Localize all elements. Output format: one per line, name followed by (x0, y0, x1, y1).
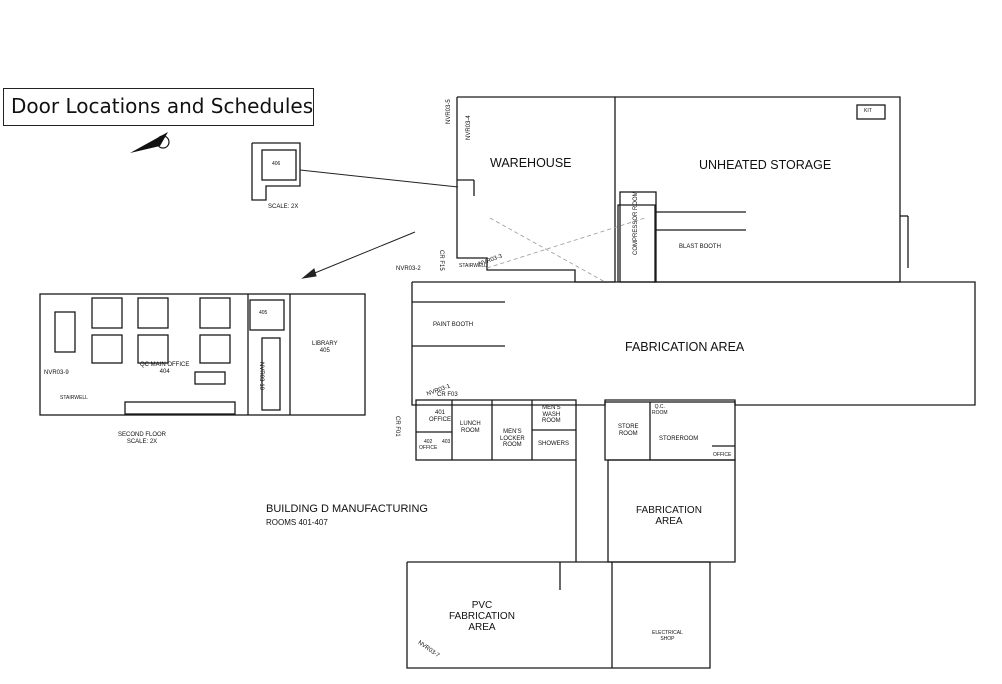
office-counter (124, 401, 236, 415)
door-nvr03-5-label: NVR03-5 (446, 99, 452, 124)
compressor-room-label: COMPRESSOR ROOM (633, 191, 639, 255)
fabrication-area-label: FABRICATION AREA (625, 340, 745, 354)
showers-label: SHOWERS (538, 441, 570, 447)
paint-booth-label: PAINT BOOTH (433, 322, 474, 328)
warehouse-wall (456, 96, 616, 283)
qc-workstation (199, 334, 231, 364)
conference-table (54, 311, 76, 353)
second-floor-outline (39, 293, 366, 416)
qc-workstation (91, 334, 123, 364)
qc-workstation (137, 297, 169, 329)
door-nvr03-2-label: NVR03-2 (396, 266, 421, 272)
stairwell-label: STAIRWELL (459, 263, 487, 269)
door-nvr03-10-label: NVR03-10 (258, 362, 264, 391)
unheated-storage-label: UNHEATED STORAGE (699, 158, 832, 172)
second-floor-stairwell-label: STAIRWELL (60, 395, 88, 401)
door-nvr03-4-label: NVR03-4 (466, 115, 472, 140)
qc-workstation (137, 334, 169, 364)
fabrication-area-wall (411, 281, 976, 406)
qc-workstation (91, 297, 123, 329)
inset-wall (251, 142, 301, 201)
inset-room-406 (261, 149, 297, 181)
inset-pointer-line (299, 169, 459, 188)
office-small-label: OFFICE (713, 452, 732, 458)
building-rooms: ROOMS 401-407 (266, 518, 328, 527)
unheated-storage-wall (615, 96, 901, 283)
card-reader-f15-label: CR F15 (438, 250, 444, 271)
office-counter (194, 371, 226, 385)
qc-workstation (199, 297, 231, 329)
storeroom-label: STOREROOM (659, 436, 699, 442)
north-arrow-icon (130, 132, 170, 153)
pvc-area-wall (406, 561, 711, 669)
stairwell-outline (261, 337, 281, 411)
room-403-label: 403 (442, 439, 451, 445)
qc-room-label: Q.C.ROOM (652, 404, 668, 416)
card-reader-f01-label: CR F01 (394, 416, 400, 437)
card-reader-f03-label: CR F03 (437, 392, 458, 398)
kit-box (856, 104, 886, 120)
pointer-arrowhead (301, 268, 317, 279)
building-name: BUILDING D MANUFACTURING (266, 503, 428, 515)
room-406-outline (249, 299, 285, 331)
inset-room-label: 406 (272, 161, 281, 167)
warehouse-label: WAREHOUSE (490, 156, 572, 170)
blast-booth-label: BLAST BOOTH (679, 244, 721, 250)
inset-scale-label: SCALE: 2X (268, 204, 299, 210)
room-405-small-label: 405 (259, 310, 268, 316)
kit-label: KIT (864, 108, 872, 114)
second-floor-pointer-line (304, 231, 416, 278)
fabrication-area-2-wall (607, 459, 736, 563)
page-title: Door Locations and Schedules (3, 88, 314, 126)
door-nvr03-9-label: NVR03-9 (44, 370, 69, 376)
dashed-line (489, 217, 606, 283)
